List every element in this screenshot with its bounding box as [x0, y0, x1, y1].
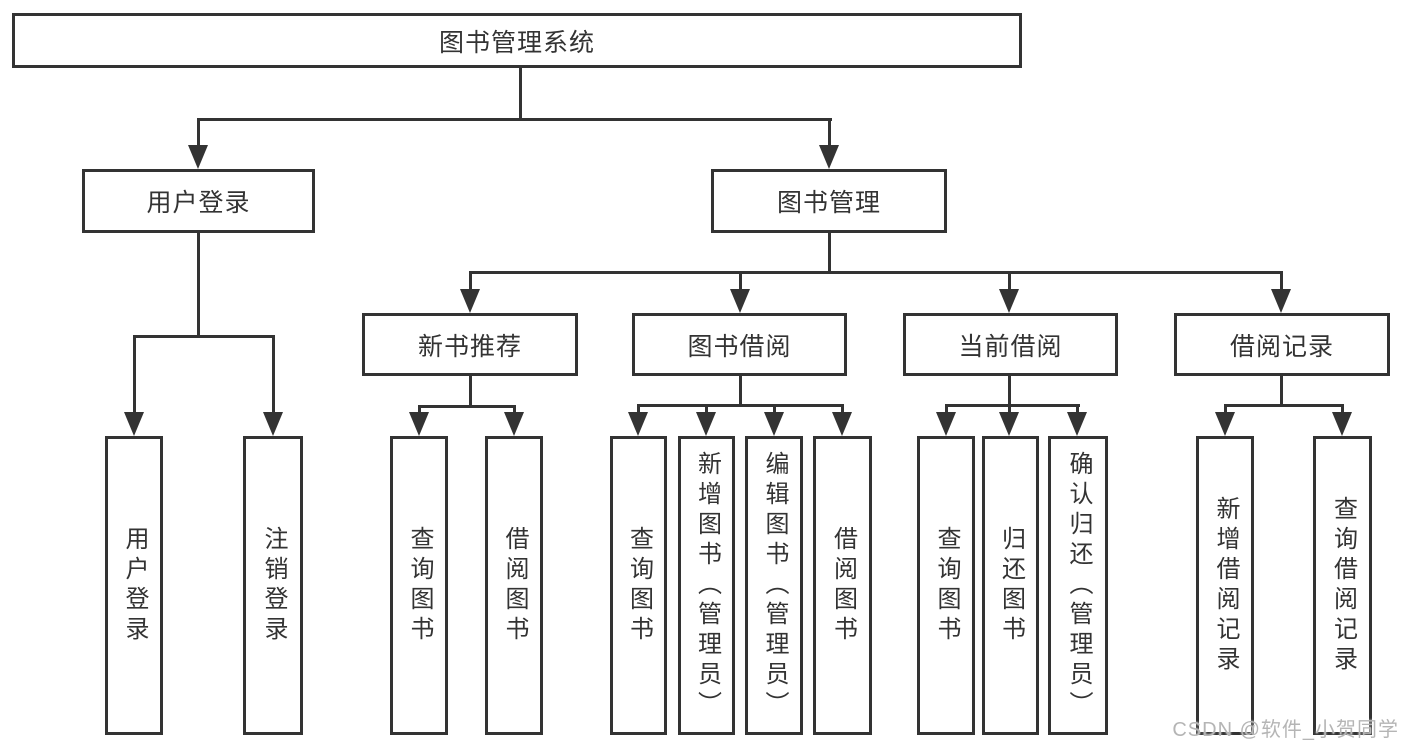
node-current-borrow-label: 当前借阅: [958, 332, 1063, 361]
node-new-book-recommend-label: 新书推荐: [417, 332, 522, 361]
leaf-bb-query-books-label: 查询图书: [625, 525, 653, 646]
connector-arrow: [936, 404, 956, 436]
connector-line: [1224, 404, 1344, 407]
connector-line: [828, 233, 831, 273]
connector-arrow: [1067, 404, 1087, 436]
node-book-management: 图书管理: [711, 169, 947, 233]
connector-arrow: [764, 404, 784, 436]
connector-arrow: [1332, 404, 1352, 436]
leaf-cb-confirm-return-admin-label: 确认归还（管理员）: [1065, 450, 1092, 721]
connector-line: [469, 376, 472, 407]
node-borrow-records-label: 借阅记录: [1229, 332, 1334, 361]
connector-line: [1280, 376, 1283, 406]
leaf-bb-edit-books-admin: 编辑图书（管理员）: [745, 436, 803, 735]
leaf-cb-query-books-label: 查询图书: [933, 525, 960, 646]
leaf-br-query-record-label: 查询借阅记录: [1329, 495, 1357, 676]
leaf-bb-add-books-admin-label: 新增图书（管理员）: [693, 450, 721, 721]
connector-arrow: [730, 271, 750, 313]
connector-arrow: [832, 404, 852, 436]
node-user-login-label: 用户登录: [146, 189, 251, 217]
connector-line: [519, 68, 522, 119]
leaf-nb-query-books: 查询图书: [390, 436, 448, 735]
connector-line: [418, 405, 516, 408]
csdn-watermark: CSDN @软件_小贺同学: [1172, 719, 1399, 741]
connector-line: [133, 335, 275, 338]
leaf-br-query-record: 查询借阅记录: [1313, 436, 1372, 735]
connector-arrow: [124, 335, 144, 436]
connector-line: [637, 404, 844, 407]
leaf-bb-edit-books-admin-label: 编辑图书（管理员）: [761, 450, 788, 721]
leaf-logout-label: 注销登录: [260, 525, 287, 646]
leaf-user-login: 用户登录: [105, 436, 163, 735]
connector-arrow: [263, 335, 283, 436]
connector-arrow: [504, 405, 524, 436]
leaf-nb-query-books-label: 查询图书: [406, 525, 433, 646]
leaf-nb-borrow-books-label: 借阅图书: [501, 525, 528, 646]
connector-line: [945, 404, 1080, 407]
connector-arrow: [409, 405, 429, 436]
leaf-br-add-record-label: 新增借阅记录: [1212, 495, 1239, 676]
connector-arrow: [628, 404, 648, 436]
connector-line: [739, 376, 742, 406]
leaf-cb-query-books: 查询图书: [917, 436, 975, 735]
leaf-bb-borrow-books: 借阅图书: [813, 436, 872, 735]
node-user-login: 用户登录: [82, 169, 315, 233]
node-root: 图书管理系统: [12, 13, 1022, 68]
connector-line: [469, 271, 1283, 274]
leaf-br-add-record: 新增借阅记录: [1196, 436, 1254, 735]
leaf-cb-confirm-return-admin: 确认归还（管理员）: [1048, 436, 1108, 735]
connector-arrow: [999, 404, 1019, 436]
leaf-nb-borrow-books: 借阅图书: [485, 436, 543, 735]
connector-line: [197, 118, 832, 121]
leaf-user-login-label: 用户登录: [121, 525, 148, 646]
connector-arrow: [696, 404, 716, 436]
connector-arrow: [1271, 271, 1291, 313]
leaf-bb-add-books-admin: 新增图书（管理员）: [678, 436, 735, 735]
connector-arrow: [460, 271, 480, 313]
leaf-logout: 注销登录: [243, 436, 303, 735]
connector-arrow: [188, 118, 208, 169]
node-new-book-recommend: 新书推荐: [362, 313, 578, 376]
node-book-borrow-label: 图书借阅: [687, 332, 792, 361]
leaf-bb-borrow-books-label: 借阅图书: [829, 525, 857, 646]
node-book-borrow: 图书借阅: [632, 313, 847, 376]
node-current-borrow: 当前借阅: [903, 313, 1118, 376]
leaf-bb-query-books: 查询图书: [610, 436, 667, 735]
node-root-label: 图书管理系统: [438, 28, 595, 57]
leaf-cb-return-books: 归还图书: [982, 436, 1039, 735]
node-book-management-label: 图书管理: [776, 189, 881, 217]
node-borrow-records: 借阅记录: [1174, 313, 1390, 376]
leaf-cb-return-books-label: 归还图书: [997, 525, 1025, 646]
connector-arrow: [819, 118, 839, 169]
connector-arrow: [1215, 404, 1235, 436]
connector-line: [1008, 376, 1011, 406]
connector-line: [197, 233, 200, 337]
connector-arrow: [999, 271, 1019, 313]
